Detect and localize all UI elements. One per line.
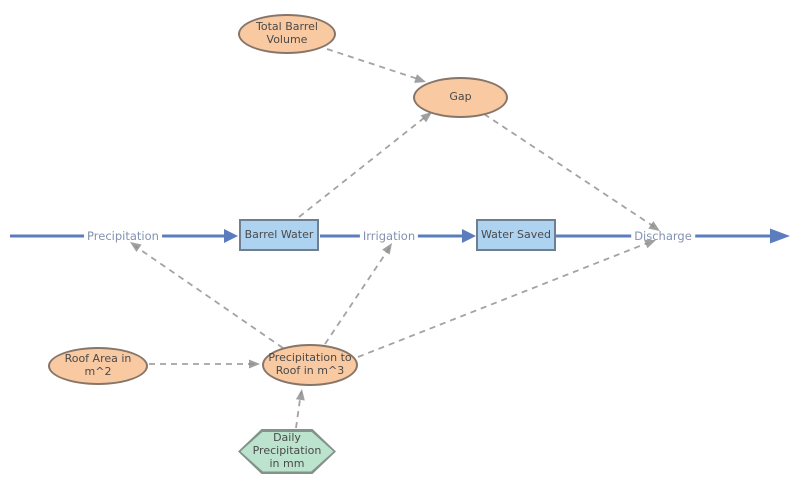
link-barrel-water-to-gap [298, 113, 430, 218]
node-gap[interactable]: Gap [413, 77, 508, 118]
link-precip-to-roof-to-irrigation [324, 246, 391, 345]
node-daily-precipitation-label: Daily Precipitation in mm [240, 431, 334, 472]
dependency-links [134, 48, 657, 429]
link-precip-to-roof-to-precipitation [134, 245, 284, 349]
link-total-barrel-volume-to-gap [326, 48, 422, 81]
node-daily-precipitation[interactable]: Daily Precipitation in mm [238, 429, 336, 474]
link-precip-to-roof-to-discharge [357, 241, 651, 358]
node-barrel-water-stock[interactable]: Barrel Water [239, 219, 319, 251]
flow-label-irrigation[interactable]: Irrigation [359, 229, 419, 243]
flow-arrowhead-into-water-saved [462, 229, 476, 243]
link-gap-to-discharge [483, 113, 657, 229]
flow-arrowhead-into-barrel-water [224, 229, 238, 243]
flow-label-precipitation[interactable]: Precipitation [84, 229, 162, 243]
node-precipitation-to-roof[interactable]: Precipitation to Roof in m^3 [262, 344, 358, 386]
node-total-barrel-volume[interactable]: Total Barrel Volume [238, 14, 336, 54]
flow-arrowhead-outflow [770, 228, 790, 244]
arrowhead-at-gap-from-barrel-water [420, 112, 432, 123]
node-water-saved-stock[interactable]: Water Saved [476, 219, 556, 251]
node-roof-area[interactable]: Roof Area in m^2 [48, 347, 148, 385]
arrowhead-at-precip-to-roof-from-roof-area [249, 359, 260, 369]
arrowhead-at-precip-to-roof-from-daily-precip [295, 389, 305, 401]
flow-label-discharge[interactable]: Discharge [631, 229, 695, 243]
arrowhead-at-gap-from-total-barrel-volume [414, 74, 426, 83]
